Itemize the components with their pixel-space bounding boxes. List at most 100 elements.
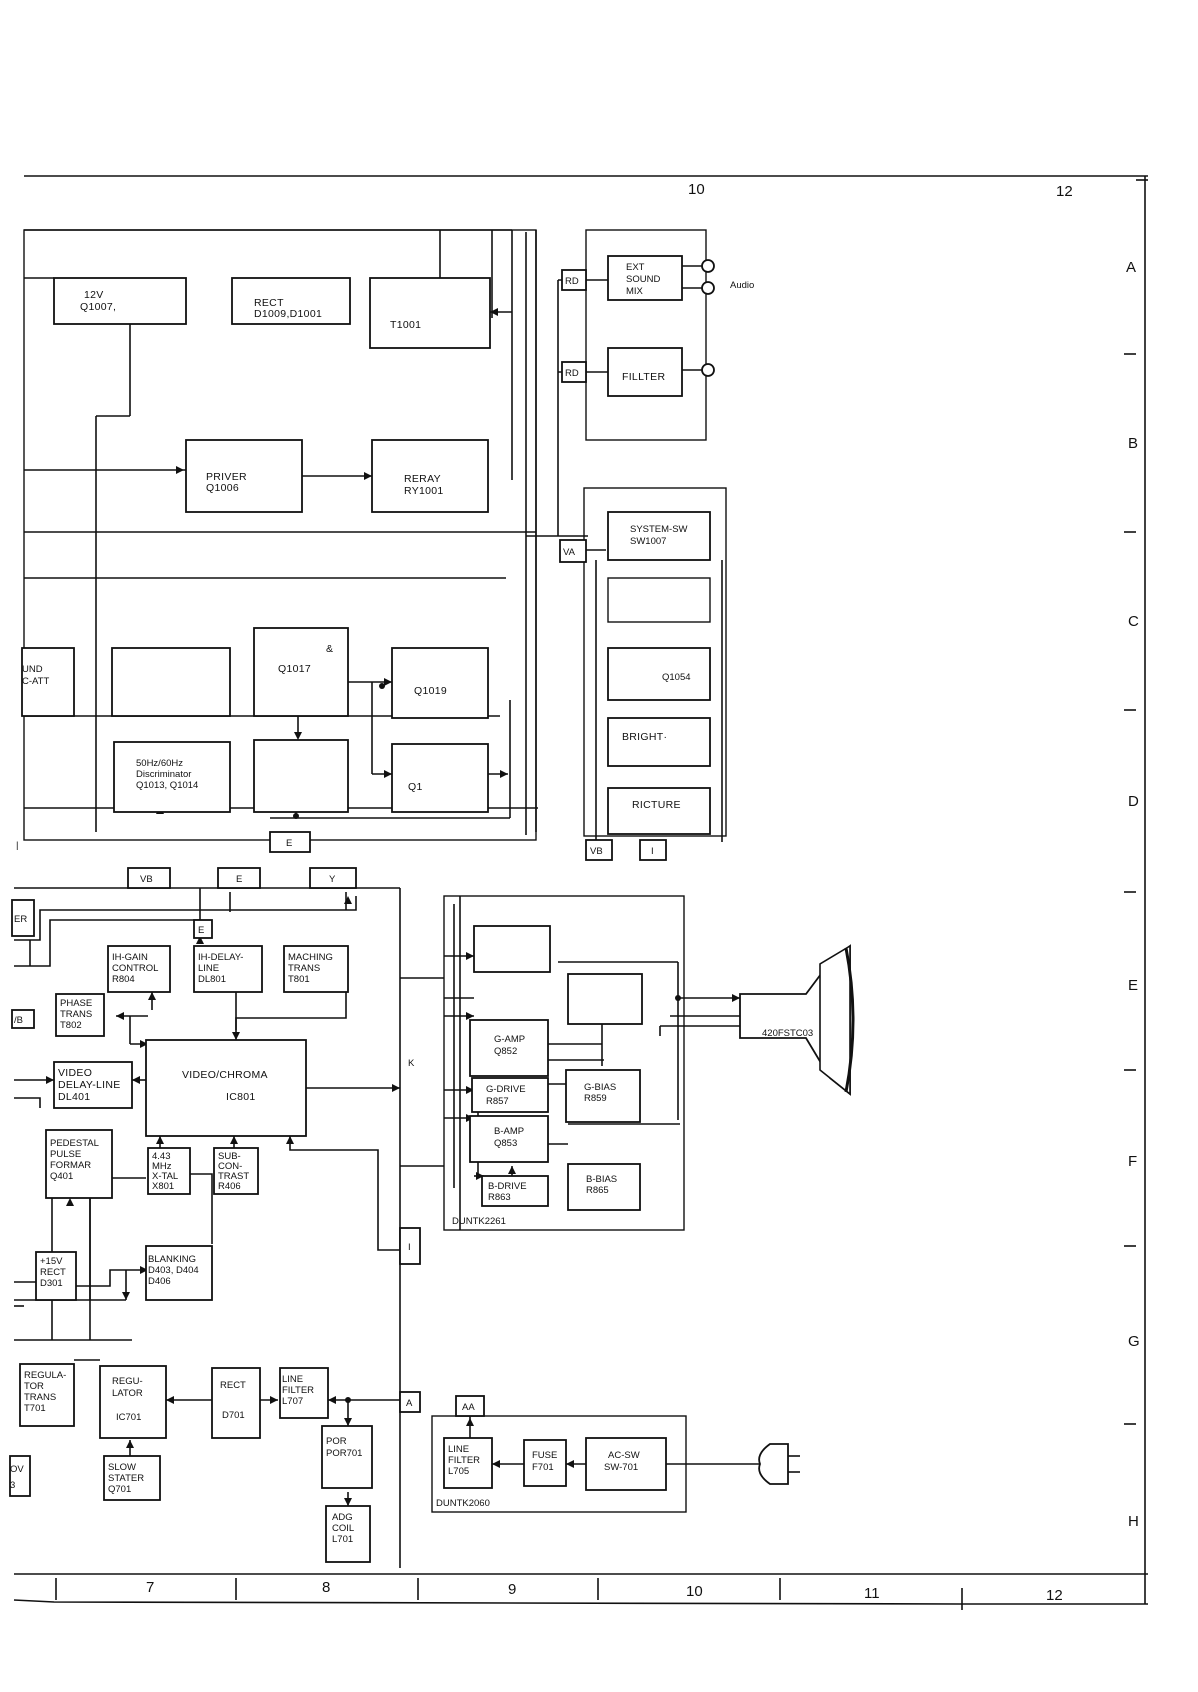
- block-q1019: Q1019: [391, 647, 489, 719]
- svg-text:T801: T801: [288, 974, 310, 985]
- svg-text:Q852: Q852: [494, 1046, 517, 1057]
- svg-text:R865: R865: [586, 1185, 609, 1196]
- svg-text:PEDESTAL: PEDESTAL: [50, 1138, 99, 1149]
- crt-tube-icon: 420FSTC03: [739, 944, 855, 1096]
- svg-text:LINE: LINE: [448, 1444, 469, 1455]
- connector-rd-2: RD: [561, 361, 587, 383]
- block-fillter: FILLTER: [607, 347, 683, 397]
- svg-text:A: A: [406, 1398, 413, 1409]
- svg-text:IC801: IC801: [226, 1091, 256, 1103]
- svg-text:FORMAR: FORMAR: [50, 1160, 91, 1171]
- svg-text:LATOR: LATOR: [112, 1388, 143, 1399]
- fragment-mark: |: [16, 840, 18, 851]
- svg-text:4.43: 4.43: [152, 1151, 171, 1162]
- system-switch-section: VA SYSTEM-SW SW1007 Q1054 BRIGHT· RICTUR…: [559, 487, 727, 861]
- svg-text:BRIGHT·: BRIGHT·: [622, 731, 667, 743]
- power-input-section: AA LINE FILTER L705 FUSE F701 AC-SW SW-7…: [431, 1395, 687, 1513]
- block-sub-contrast: SUB- CON- TRAST R406: [213, 1147, 259, 1195]
- connector-e-inner: E: [193, 919, 213, 939]
- svg-text:SYSTEM-SW: SYSTEM-SW: [630, 524, 688, 535]
- grid-row-label: D: [1128, 793, 1139, 810]
- svg-text:SW1007: SW1007: [630, 536, 666, 547]
- svg-text:POR701: POR701: [326, 1448, 362, 1459]
- svg-text:DL401: DL401: [58, 1091, 90, 1103]
- svg-text:CON-: CON-: [218, 1161, 242, 1172]
- block-q1: Q1: [391, 743, 489, 813]
- svg-text:RECT: RECT: [220, 1380, 246, 1391]
- block-g-bias: G-BIAS R859: [565, 1069, 641, 1123]
- grid-row-label: G: [1128, 1333, 1140, 1350]
- svg-text:R804: R804: [112, 974, 135, 985]
- block-por: POR POR701: [321, 1425, 373, 1489]
- svg-text:COIL: COIL: [332, 1523, 354, 1534]
- block-priver-q1006: PRIVER Q1006: [185, 439, 303, 513]
- block-video-delay-line: VIDEO DELAY-LINE DL401: [53, 1061, 133, 1109]
- svg-text:FUSE: FUSE: [532, 1450, 557, 1461]
- svg-text:Q1: Q1: [408, 781, 423, 793]
- svg-text:RECT: RECT: [254, 297, 284, 309]
- block-fuse: FUSE F701: [523, 1439, 567, 1487]
- grid-col-label: 12: [1056, 183, 1073, 200]
- svg-text:Q1019: Q1019: [414, 685, 447, 697]
- svg-text:CONTROL: CONTROL: [112, 963, 158, 974]
- svg-text:T802: T802: [60, 1020, 82, 1031]
- svg-text:I: I: [651, 846, 654, 857]
- connector-i-mid: I: [399, 1227, 421, 1265]
- svg-text:VA: VA: [563, 547, 576, 558]
- block-g-drive: G-DRIVE R857: [471, 1077, 549, 1113]
- block-empty-2: [253, 739, 349, 813]
- svg-text:EXT: EXT: [626, 262, 645, 273]
- svg-text:LINE: LINE: [198, 963, 219, 974]
- svg-text:L707: L707: [282, 1396, 303, 1407]
- svg-text:Q1007,: Q1007,: [80, 301, 116, 313]
- svg-text:SOUND: SOUND: [626, 274, 660, 285]
- grid-row-label: A: [1126, 259, 1136, 276]
- svg-text:C-ATT: C-ATT: [22, 676, 49, 687]
- block-empty-1: [111, 647, 231, 717]
- svg-text:REGU-: REGU-: [112, 1376, 143, 1387]
- block-pedestal: PEDESTAL PULSE FORMAR Q401: [45, 1129, 113, 1199]
- svg-text:T1001: T1001: [390, 319, 421, 331]
- svg-text:PULSE: PULSE: [50, 1149, 81, 1160]
- block-vb-fragment: /B: [11, 1009, 35, 1029]
- audio-label: Audio: [730, 280, 754, 291]
- svg-text:F701: F701: [532, 1462, 554, 1473]
- svg-text:FILTER: FILTER: [448, 1455, 480, 1466]
- svg-text:D301: D301: [40, 1278, 63, 1289]
- connector-va: VA: [559, 539, 587, 563]
- svg-text:Q1013, Q1014: Q1013, Q1014: [136, 780, 198, 791]
- svg-text:X801: X801: [152, 1181, 174, 1192]
- svg-text:Discriminator: Discriminator: [136, 769, 191, 780]
- block-regulator-trans: REGULA- TOR TRANS T701: [19, 1363, 75, 1427]
- block-und-catt: UND C-ATT: [21, 647, 75, 717]
- svg-text:VIDEO: VIDEO: [58, 1067, 92, 1079]
- svg-text:B-BIAS: B-BIAS: [586, 1174, 617, 1185]
- svg-text:POR: POR: [326, 1436, 347, 1447]
- svg-text:R857: R857: [486, 1096, 509, 1107]
- connector-e-top: E: [269, 831, 311, 853]
- crt-drive-section: G-AMP Q852 G-DRIVE R857 G-BIAS R859 B-AM…: [443, 895, 740, 1231]
- grid-col-label: 11: [864, 1585, 880, 1602]
- block-reray-ry1001: RERAY RY1001: [371, 439, 489, 513]
- block-video-chroma: VIDEO/CHROMA IC801: [145, 1039, 307, 1137]
- block-ih-gain: IH-GAIN CONTROL R804: [107, 945, 171, 993]
- block-ricture: RICTURE: [607, 787, 711, 835]
- svg-text:Y: Y: [329, 874, 336, 885]
- svg-text:TRANS: TRANS: [24, 1392, 56, 1403]
- grid-row-label: H: [1128, 1513, 1139, 1530]
- svg-text:AC-SW: AC-SW: [608, 1450, 640, 1461]
- svg-text:SLOW: SLOW: [108, 1462, 136, 1473]
- svg-text:R406: R406: [218, 1181, 241, 1192]
- svg-text:IC701: IC701: [116, 1412, 141, 1423]
- svg-text:3: 3: [10, 1480, 15, 1491]
- grid-row-label: F: [1128, 1153, 1137, 1170]
- connector-y-bot: Y: [309, 867, 357, 889]
- block-b-amp: B-AMP Q853: [469, 1115, 549, 1163]
- block-blanking: BLANKING D403, D404 D406: [145, 1245, 213, 1301]
- svg-text:SW-701: SW-701: [604, 1462, 638, 1473]
- svg-text:TOR: TOR: [24, 1381, 44, 1392]
- block-rect-d1009: RECT D1009,D1001: [231, 277, 351, 325]
- svg-text:Q853: Q853: [494, 1138, 517, 1149]
- block-b-bias: B-BIAS R865: [567, 1163, 641, 1211]
